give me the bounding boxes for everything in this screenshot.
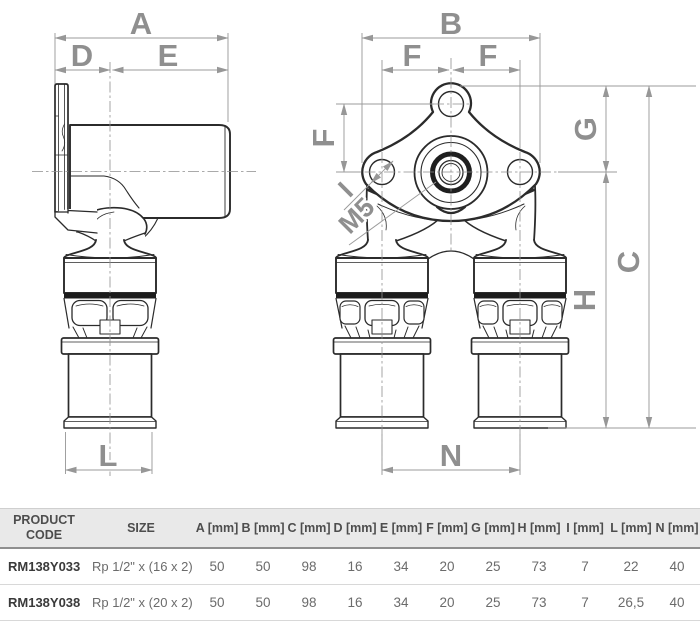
value-l: 26,5 [608,584,654,621]
col-header-l: L [mm] [608,508,654,549]
front-view [332,82,570,429]
header-row: PRODUCT CODE SIZE A [mm] B [mm] C [mm] D… [0,508,700,549]
col-header-f: F [mm] [424,508,470,549]
leg-right-outer [533,185,537,242]
value-b: 50 [240,584,286,621]
col-header-d: D [mm] [332,508,378,549]
col-header-c: C [mm] [286,508,332,549]
product-code: RM138Y033 [0,548,88,585]
value-i: 7 [562,584,608,621]
centerlines [32,58,558,476]
col-header-h: H [mm] [516,508,562,549]
dim-label-F1: F [403,38,422,73]
value-c: 98 [286,548,332,585]
value-b: 50 [240,548,286,585]
product-size: Rp 1/2" x (16 x 2) [88,548,194,585]
value-g: 25 [470,548,516,585]
value-n: 40 [654,548,700,585]
leg-shading [376,205,526,231]
leg-left-outer [365,185,369,242]
side-view [54,83,231,429]
col-header-n: N [mm] [654,508,700,549]
value-f: 20 [424,584,470,621]
value-h: 73 [516,584,562,621]
value-f: 20 [424,548,470,585]
value-h: 73 [516,548,562,585]
dim-label-A: A [130,6,152,41]
product-code: RM138Y038 [0,584,88,621]
plate-bracket [54,208,98,234]
dim-label-G: G [568,117,603,141]
table-row: RM138Y038 Rp 1/2" x (20 x 2) 50 50 98 16… [0,584,700,621]
dim-M5-leader [348,181,437,246]
dim-label-E: E [158,38,179,73]
elbow-neck [77,231,146,242]
value-c: 98 [286,584,332,621]
value-e: 34 [378,548,424,585]
dim-I-arrow [370,160,394,184]
dim-label-B: B [440,6,462,41]
col-header-a: A [mm] [194,508,240,549]
value-a: 50 [194,548,240,585]
dimension-lines [54,33,696,474]
col-header-size: SIZE [88,508,194,549]
table-row: RM138Y033 Rp 1/2" x (16 x 2) 50 50 98 16… [0,548,700,585]
product-size: Rp 1/2" x (20 x 2) [88,584,194,621]
dim-label-M5: M5 [333,192,381,240]
col-header-product-code: PRODUCT CODE [0,508,88,549]
value-i: 7 [562,548,608,585]
flange-bottom-notch [435,205,467,215]
elbow-top-edge [69,175,140,209]
dim-label-F2: F [479,38,498,73]
dim-label-D: D [71,38,93,73]
dim-label-L: L [99,438,118,473]
technical-drawing: A D E L B F F F G H C N I M5 [32,6,696,476]
col-header-i: I [mm] [562,508,608,549]
dim-label-F3: F [306,129,341,148]
value-d: 16 [332,548,378,585]
value-l: 22 [608,548,654,585]
value-d: 16 [332,584,378,621]
bells-junction [427,250,475,260]
dim-I-leader [343,182,372,211]
col-header-e: E [mm] [378,508,424,549]
value-g: 25 [470,584,516,621]
wall-plate [54,83,69,213]
wall-plate-cast-line [61,123,66,152]
dim-label-H: H [567,289,602,311]
col-header-g: G [mm] [470,508,516,549]
value-e: 34 [378,584,424,621]
value-a: 50 [194,584,240,621]
dim-label-C: C [611,251,646,273]
value-n: 40 [654,584,700,621]
dim-label-N: N [440,438,462,473]
wall-plate-lines [54,83,69,213]
spec-table: PRODUCT CODE SIZE A [mm] B [mm] C [mm] D… [0,508,700,621]
col-header-b: B [mm] [240,508,286,549]
